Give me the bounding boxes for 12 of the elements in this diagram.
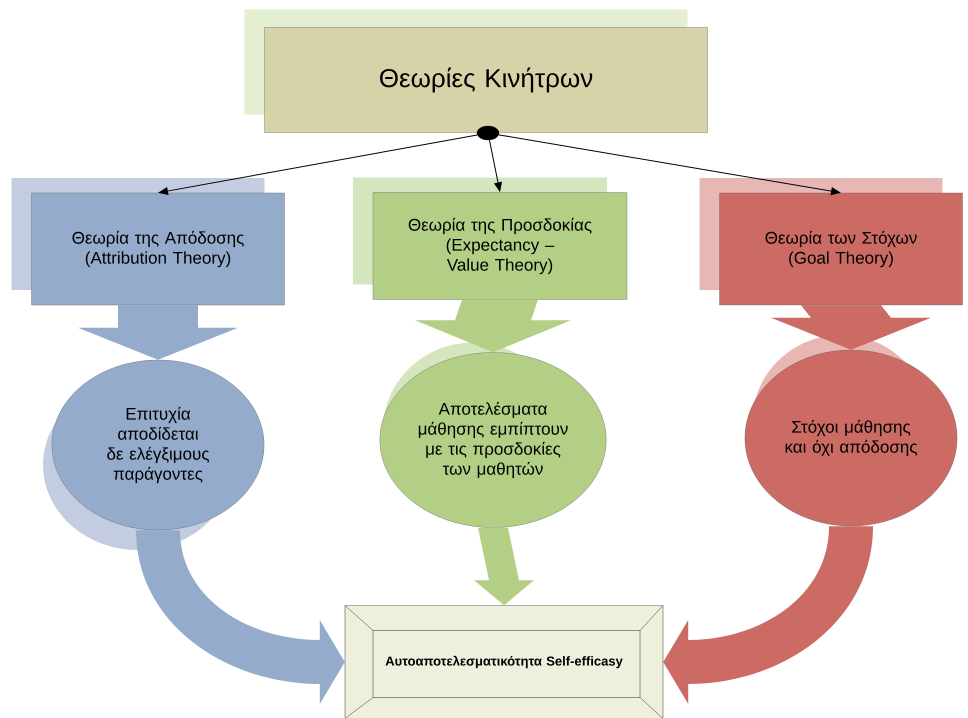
block-arrow (771, 305, 932, 350)
title-box: Θεωρίες Κινήτρων (244, 10, 708, 133)
block-arrow (663, 526, 873, 704)
theory-box: Θεωρία της Απόδοσης (Attribution Theory) (12, 178, 285, 306)
junction-dot (476, 126, 500, 140)
result-box: Αυτοαποτελεσματικότητα Self-efficasy (344, 605, 664, 718)
theory-box: Θεωρία της Προσδοκίας (Expectancy –Value Theory) (353, 178, 628, 300)
block-arrow (78, 305, 238, 360)
theory-box: Θεωρία των Στόχων (Goal Theory) (700, 178, 963, 306)
block-arrow (136, 530, 345, 704)
block-arrow (415, 300, 571, 352)
block-arrow (474, 528, 534, 606)
